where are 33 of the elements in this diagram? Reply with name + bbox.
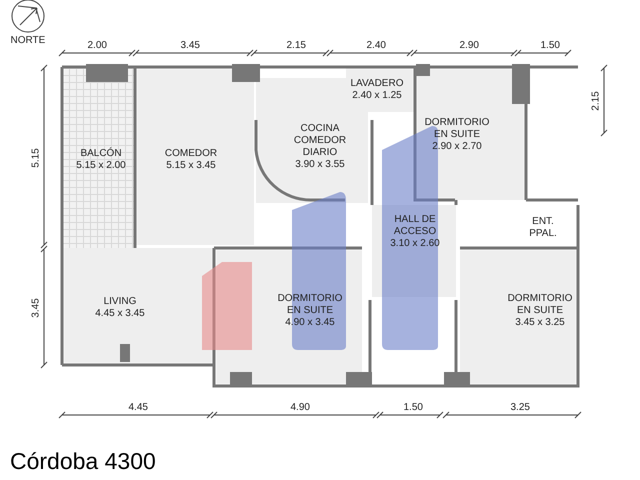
dimension-label: 3.45 [30,298,42,318]
balcony-area [62,68,134,248]
dimension-label: 3.45 [180,40,200,52]
room-label: HALL DE ACCESO 3.10 x 2.60 [389,214,441,250]
room-area [460,248,578,386]
dimension-label: 1.50 [404,402,423,414]
room-area [136,68,254,245]
dimension-label: 2.40 [366,40,386,52]
room-area [216,248,362,386]
room-label: COMEDOR 5.15 x 3.45 [164,148,218,172]
dimension-label: 2.15 [590,91,602,111]
room-label: LIVING 4.45 x 3.45 [94,296,146,320]
compass-label: NORTE [10,35,46,47]
room-label: COCINA COMEDOR DIARIO 3.90 x 3.55 [292,123,348,171]
dimension-label: 2.15 [286,40,306,52]
dimension-label: 4.45 [128,402,148,414]
dimension-label: 1.50 [540,40,560,52]
dimension-label: 4.90 [290,402,310,414]
entrance-label: ENT. PPAL. [528,216,558,240]
room-label: DORMITORIO EN SUITE 3.45 x 3.25 [506,293,574,329]
room-area [372,205,456,297]
dimension-label: 2.90 [460,40,479,52]
room-area [416,68,526,200]
room-label: DORMITORIO EN SUITE 4.90 x 3.45 [276,293,344,329]
room-area [346,68,414,112]
room-label: LAVADERO 2.40 x 1.25 [350,78,404,102]
dimension-label: 3.25 [510,402,530,414]
room-label: BALCÓN 5.15 x 2.00 [75,148,127,172]
dimension-label: 5.15 [30,148,42,168]
room-area [62,248,214,364]
dimension-label: 2.00 [88,40,107,52]
plan-title: Córdoba 4300 [10,448,156,475]
room-label: DORMITORIO EN SUITE 2.90 x 2.70 [424,117,490,153]
